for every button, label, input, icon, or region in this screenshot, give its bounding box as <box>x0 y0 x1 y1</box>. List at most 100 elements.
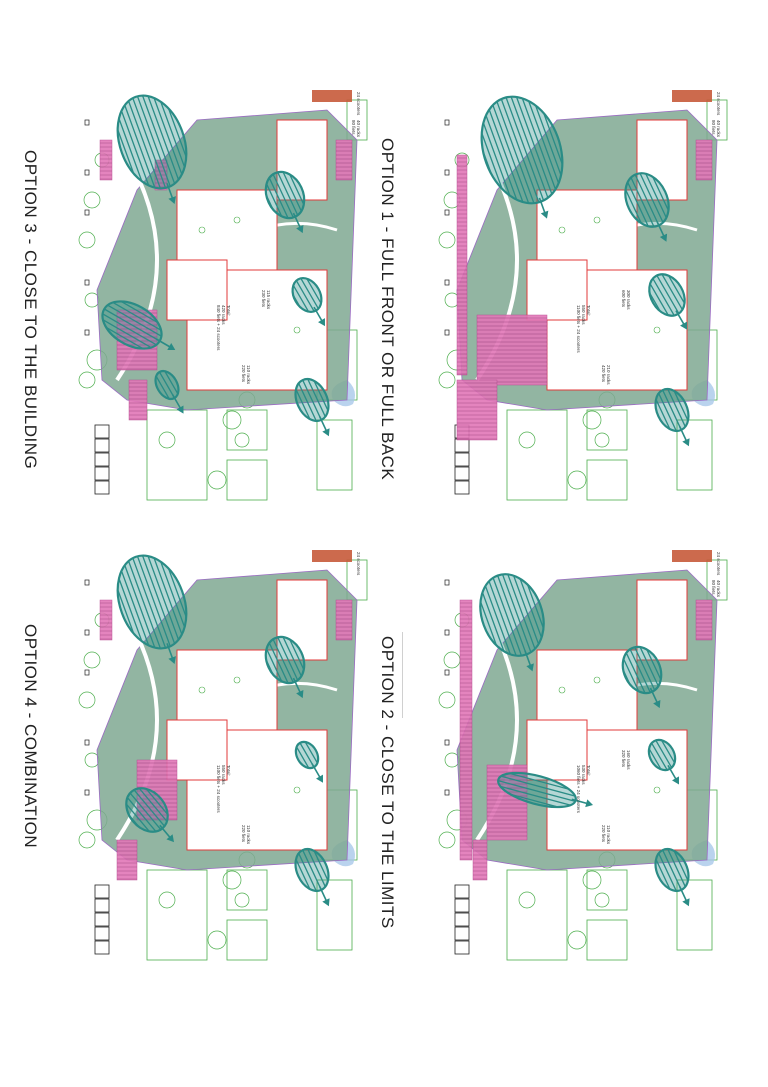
hatch-line <box>633 646 656 691</box>
site-boundary <box>456 569 718 871</box>
zone-arrow <box>649 687 659 705</box>
hatch-line <box>630 176 655 228</box>
arrow-head-icon <box>682 438 690 447</box>
arrow-head-icon <box>296 690 304 699</box>
hatch-line <box>141 554 176 645</box>
hatch-line <box>524 90 564 195</box>
top-rack-count-label: 40 racks80 fiets <box>711 120 721 138</box>
hatch-line <box>267 640 290 685</box>
courtyard-building <box>166 719 228 781</box>
scooter-parking <box>312 90 352 102</box>
label-line: 40 racks <box>356 120 361 138</box>
option-3-caption: OPTION 3 - CLOSE TO THE BUILDING <box>21 150 40 470</box>
hatch-line <box>122 101 157 192</box>
zone-arrow <box>292 677 302 695</box>
tree-symbol <box>83 191 101 209</box>
label-line: 40 racks <box>716 120 721 138</box>
marker-square <box>84 169 90 176</box>
hatch-line <box>108 299 166 333</box>
tree-symbol <box>567 930 587 950</box>
parking-bay <box>94 480 110 495</box>
tree-symbol <box>582 870 602 890</box>
main-building <box>176 189 278 271</box>
label-line: 220 fiets <box>241 365 246 383</box>
courtyard-tree <box>653 326 661 334</box>
hatch-line <box>620 653 642 698</box>
parking-bay <box>94 912 110 927</box>
hatch-line <box>272 638 294 683</box>
hatch-line <box>500 98 540 203</box>
hatch-line <box>496 100 535 205</box>
bike-zone <box>108 85 199 205</box>
bike-rack-lines <box>457 382 497 440</box>
context-plot <box>146 409 208 501</box>
arrow-head-icon <box>322 898 330 907</box>
tree-symbol <box>234 432 250 448</box>
hatch-line <box>127 99 162 191</box>
arrow-head-icon <box>680 321 687 330</box>
bike-rack-lines <box>477 317 547 383</box>
scooter-count-label: 24 scooters <box>356 552 361 576</box>
label-line: Total: <box>586 305 591 316</box>
label-line: 550 racks <box>581 305 586 325</box>
hatch-line <box>267 175 290 220</box>
zone-fill <box>498 772 576 808</box>
tree-symbol <box>518 431 536 449</box>
right-rack-count-label: 110 racks220 fiets <box>241 825 251 845</box>
bike-rack-lines <box>336 142 352 180</box>
hatch-line <box>299 742 315 768</box>
hatch-line <box>158 371 176 399</box>
context-plot <box>226 459 268 501</box>
hatch-line <box>656 275 680 314</box>
hatch-line <box>137 786 170 824</box>
arrow-head-icon <box>322 428 330 437</box>
context-plot <box>586 459 628 501</box>
marker-square <box>444 329 450 336</box>
hatch-line <box>499 775 577 798</box>
top-rack-count-label: 40 racks80 fiets <box>351 120 361 138</box>
hatch-line <box>106 304 163 338</box>
label-line: 1100 fiets + 24 scooters <box>576 305 581 353</box>
hatch-line <box>501 573 532 653</box>
hatch-line <box>297 851 318 893</box>
courtyard-building <box>526 719 588 781</box>
hatch-line <box>103 308 161 342</box>
site-boundary <box>96 109 358 411</box>
tree-symbol <box>158 431 176 449</box>
bike-rack-lines <box>129 382 147 420</box>
hatch-line <box>662 389 682 431</box>
hatch-line <box>492 577 523 657</box>
tree-symbol <box>78 231 96 249</box>
hatch-line <box>478 582 509 662</box>
label-line: Total: <box>226 305 231 316</box>
bike-parking-block <box>116 839 138 881</box>
label-line: 550 racks <box>221 765 226 785</box>
tree-symbol <box>83 651 101 669</box>
hatch-line <box>281 169 303 214</box>
hatch-line <box>491 102 531 207</box>
parking-bay <box>94 424 110 439</box>
hatch-line <box>487 578 518 659</box>
marker-square <box>84 739 90 746</box>
hatch-line <box>118 562 153 654</box>
main-building <box>176 649 278 731</box>
parking-bay <box>94 438 110 453</box>
tree-symbol <box>78 691 96 709</box>
hatch-line <box>150 550 186 642</box>
context-plot <box>676 419 713 491</box>
hatch-line <box>486 103 526 208</box>
marker-square <box>84 789 90 796</box>
label-line: 80 fiets <box>711 120 716 135</box>
label-line: 110 racks <box>246 365 251 385</box>
arrow-head-icon <box>168 656 176 665</box>
hatch-line <box>655 739 673 769</box>
hatch-line <box>639 172 664 224</box>
tree-symbol <box>158 891 176 909</box>
hatch-line <box>505 97 545 201</box>
tree-symbol <box>594 892 610 908</box>
context-plot <box>506 409 568 501</box>
mid-rack-count-label: 300 racks600 fiets <box>621 290 631 310</box>
hatch-line <box>662 849 682 891</box>
